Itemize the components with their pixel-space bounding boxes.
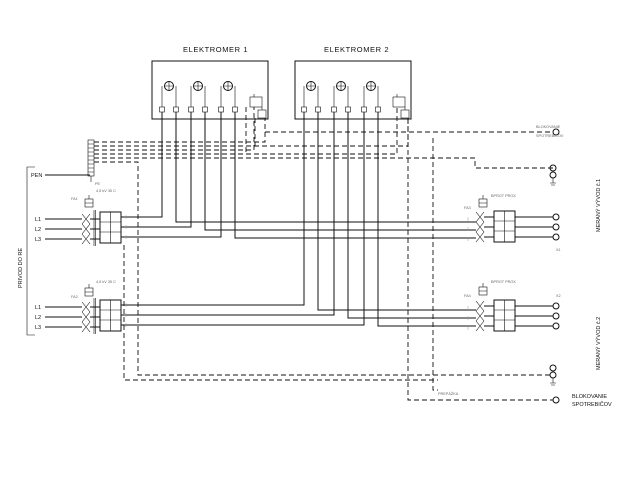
terminal-ticks [125, 215, 469, 330]
blocking-bottom-label-1: BLOKOVANIE [572, 394, 607, 400]
phase-label-l3-top: L3 [35, 237, 41, 243]
pen-label: PEN [31, 173, 42, 179]
upper-phase-labels: L1 L2 L3 [35, 217, 41, 243]
phase-wiring-upper [121, 112, 476, 239]
breaker-fa1: FA1 4,5 kV 35 C [45, 189, 122, 246]
supply-label: PRIVOD DO RE [18, 248, 24, 288]
pe-output-bottom [549, 364, 557, 386]
lower-phase-labels: L1 L2 L3 [35, 305, 41, 331]
measured-output-2-label: MERANÝ VÝVOD č.2 [595, 317, 602, 370]
breaker-fa2-caption: 4,5 kV 35 C [96, 280, 116, 284]
blocking-top-label-2: SPOTREBIČOV [536, 133, 564, 138]
meter-2-element-2 [331, 81, 351, 113]
pen-terminal-strip: PE [87, 139, 101, 186]
meter-1-element-2 [188, 81, 208, 113]
x2-label: X2 [556, 294, 561, 298]
x1-label: X1 [556, 248, 561, 252]
phase-label-l1-bottom: L1 [35, 305, 41, 311]
breaker-fa3: FA3 BPROT PROX X1 [464, 194, 561, 252]
breaker-fa1-caption: 4,5 kV 35 C [96, 189, 116, 193]
breaker-fa2-label: FA2 [71, 295, 78, 299]
breaker-fa2: FA2 4,5 kV 35 C [45, 280, 122, 334]
meter-2-element-1 [301, 81, 321, 113]
phase-label-l1-top: L1 [35, 217, 41, 223]
blocking-bottom: BLOKOVANIE SPOTREBIČOV [407, 118, 612, 408]
meter-1: ELEKTROMER 1 [151, 45, 269, 120]
neutral-dashed-wiring [94, 107, 553, 381]
meter-1-element-3 [218, 81, 238, 113]
meter-2-label: ELEKTROMER 2 [324, 45, 389, 54]
meter-2: ELEKTROMER 2 [294, 45, 412, 120]
meter-2-element-3 [361, 81, 381, 113]
pe-output-top [549, 164, 557, 186]
blocking-bottom-label-2: SPOTREBIČOV [572, 401, 612, 408]
breaker-fa3-caption: BPROT PROX [491, 194, 516, 198]
meter-1-element-1 [159, 81, 179, 113]
meter-1-label: ELEKTROMER 1 [183, 45, 248, 54]
svg-text:PE: PE [95, 182, 101, 186]
breaker-fa4-label: FA4 [464, 294, 471, 298]
phase-label-l3-bottom: L3 [35, 325, 41, 331]
blocking-top-label-1: BLOKOVANIE [536, 125, 561, 129]
breaker-fa4: FA4 BPROT PROX X2 [464, 280, 561, 332]
breaker-fa1-label: FA1 [71, 197, 78, 201]
meter-2-aux-terminal [392, 94, 410, 119]
breaker-fa4-caption: BPROT PROX [491, 280, 516, 284]
phase-label-l2-top: L2 [35, 227, 41, 233]
breaker-fa3-label: FA3 [464, 206, 471, 210]
phase-label-l2-bottom: L2 [35, 315, 41, 321]
measured-output-1-label: MERANÝ VÝVOD č.1 [595, 179, 602, 232]
partition-label: PREPÁŽKA [438, 391, 459, 396]
meter-1-aux-terminal [249, 94, 267, 119]
supply-bracket: PRIVOD DO RE [18, 166, 35, 336]
phase-wiring-lower [121, 112, 476, 327]
partition: PREPÁŽKA [432, 138, 459, 396]
blocking-top: BLOKOVANIE SPOTREBIČOV [265, 125, 564, 138]
